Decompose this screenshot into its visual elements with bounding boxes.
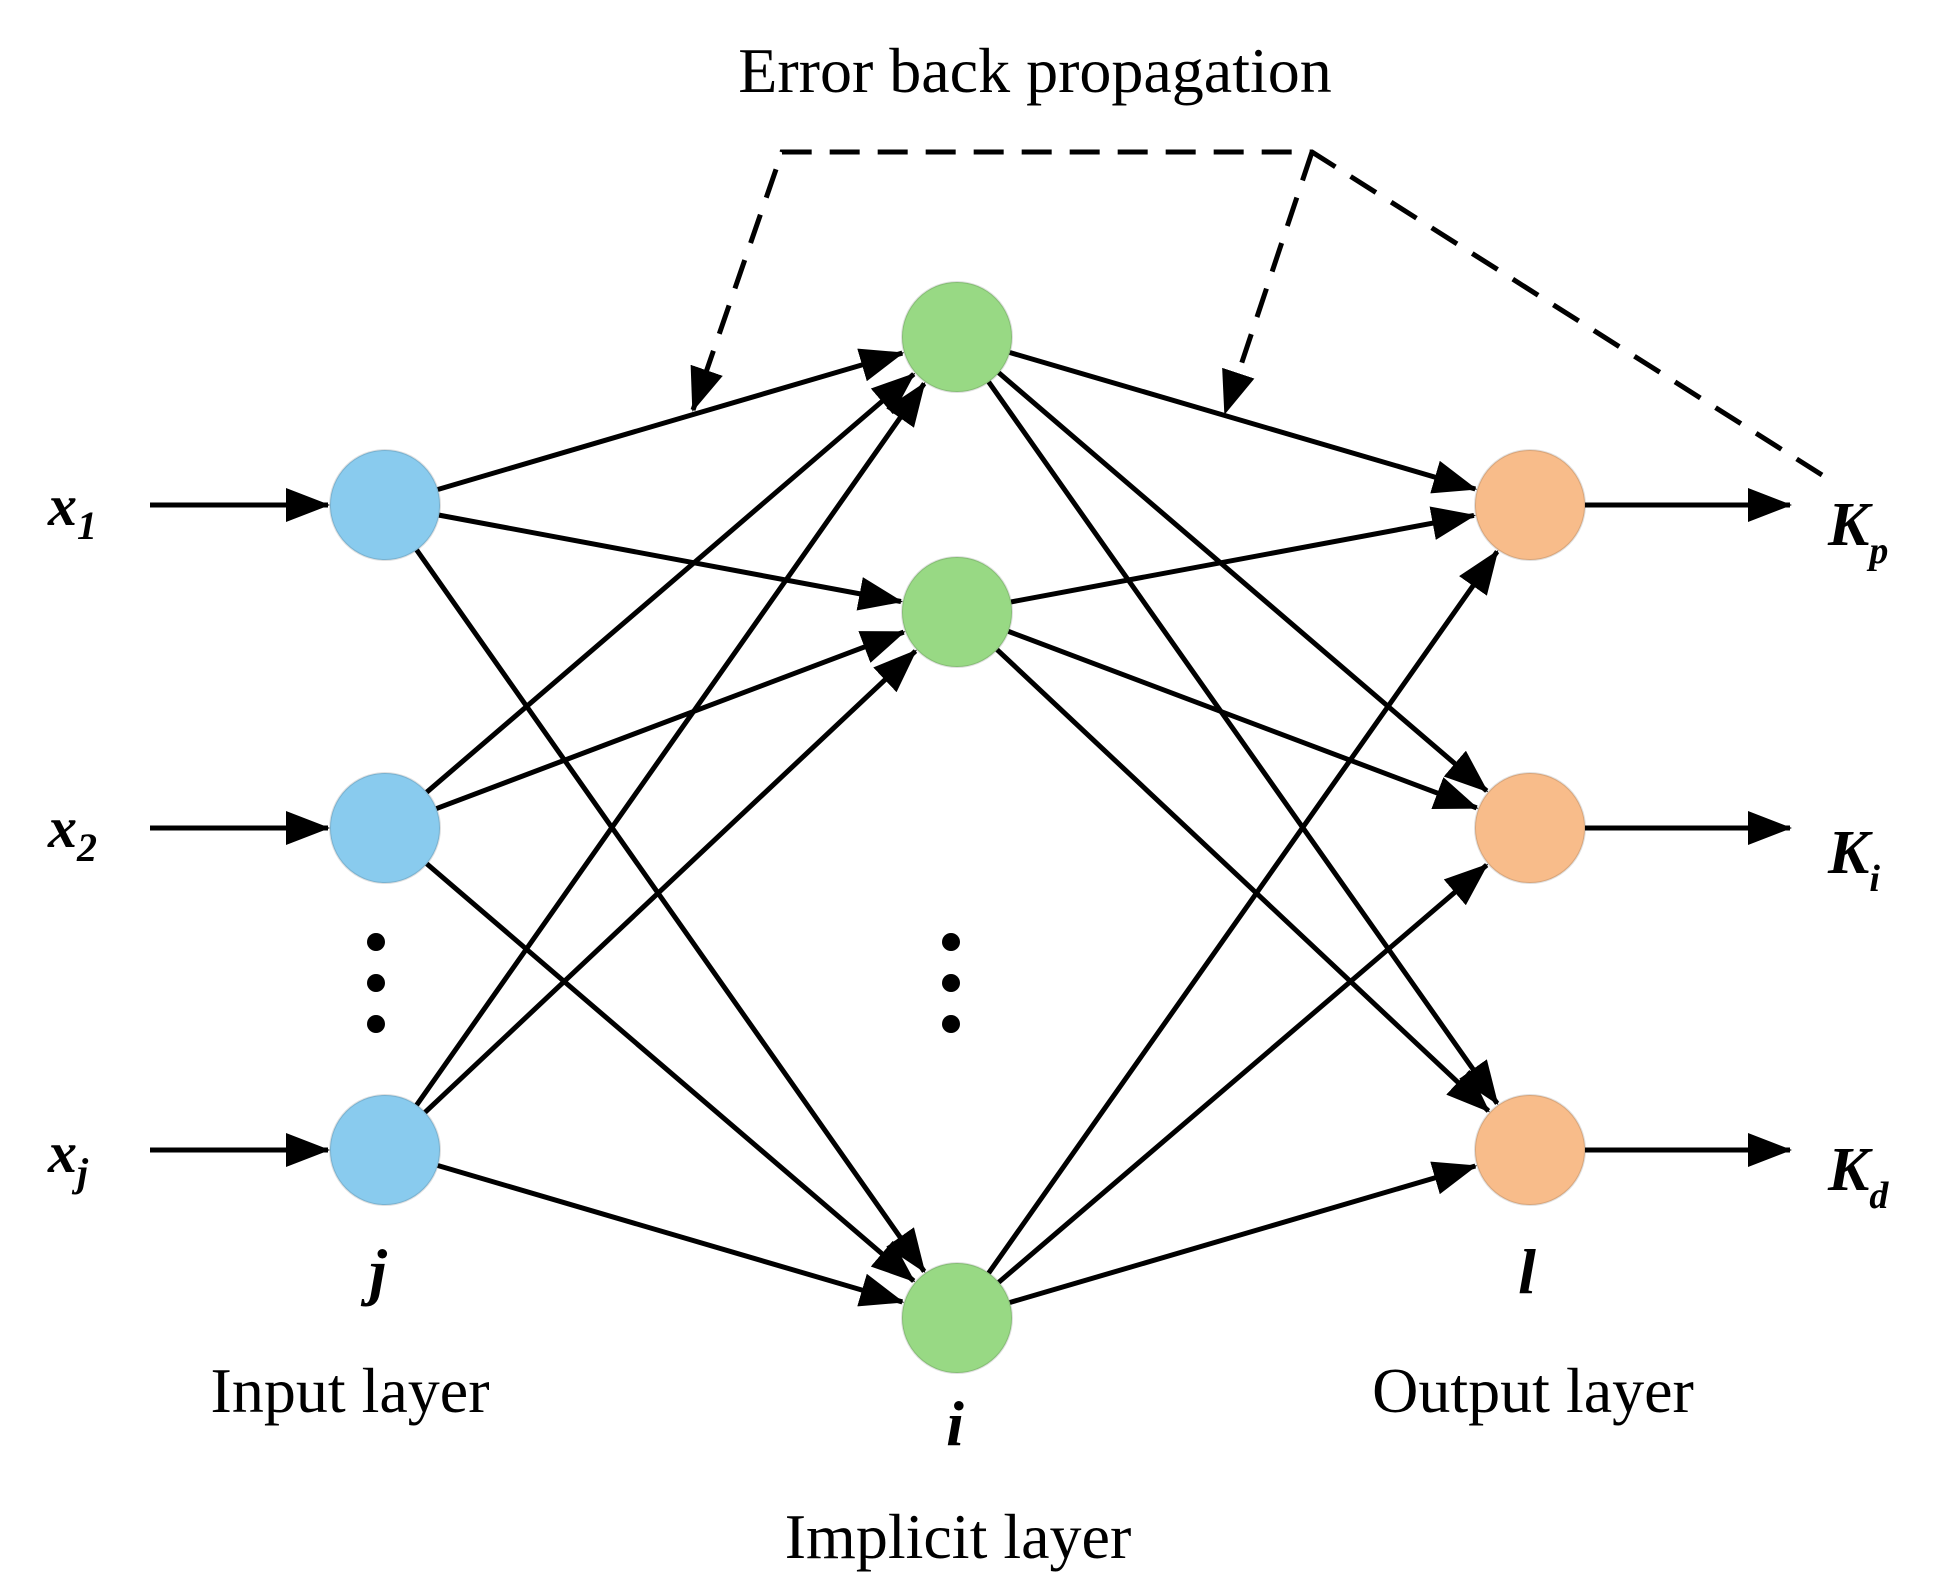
input-node-1 (329, 449, 441, 561)
edge-input-3-to-hidden-3 (437, 1163, 905, 1307)
output-node-2 (1474, 772, 1586, 884)
edge-input-1-to-hidden-2 (438, 512, 903, 611)
edge-input-2-to-hidden-2 (435, 629, 906, 811)
output-layer-caption: Output layer (1372, 1355, 1694, 1426)
edge-input-3-to-hidden-2 (423, 649, 918, 1115)
input-layer-ellipsis (367, 933, 385, 1033)
network-nodes (329, 281, 1586, 1374)
connection-edges (414, 348, 1500, 1307)
output-layer-index: l (1518, 1236, 1536, 1307)
output-node-1 (1474, 449, 1586, 561)
edge-hidden-2-to-output-2 (1007, 629, 1479, 811)
backprop-dashed-branch (1222, 151, 1315, 415)
input-node-2 (329, 772, 441, 884)
output-label-kp: Kp (1827, 491, 1888, 572)
input-labels: x1 x2 xj (47, 473, 97, 1195)
input-label-x1: x1 (47, 473, 97, 548)
output-node-3 (1474, 1094, 1586, 1206)
input-layer-caption: Input layer (211, 1355, 490, 1426)
edge-hidden-3-to-output-3 (1009, 1161, 1478, 1305)
edge-hidden-3-to-output-1 (986, 549, 1500, 1275)
edge-input-3-to-hidden-1 (414, 381, 927, 1107)
edge-input-2-to-hidden-1 (425, 372, 916, 795)
hidden-node-1 (901, 281, 1013, 393)
edge-hidden-3-to-output-2 (997, 863, 1489, 1285)
diagram-title: Error back propagation (738, 35, 1332, 106)
output-label-ki: Ki (1827, 819, 1880, 900)
hidden-layer-ellipsis (942, 933, 960, 1033)
error-back-propagation-path (690, 149, 1824, 478)
hidden-node-2 (901, 556, 1013, 668)
edge-input-1-to-hidden-3 (414, 548, 927, 1274)
input-label-xj: xj (47, 1120, 89, 1195)
hidden-node-3 (901, 1262, 1013, 1374)
edge-hidden-2-to-output-1 (1010, 506, 1476, 605)
implicit-layer-caption: Implicit layer (785, 1501, 1132, 1572)
edge-hidden-1-to-output-2 (997, 370, 1489, 793)
input-node-3 (329, 1094, 441, 1206)
edge-input-1-to-hidden-1 (437, 348, 905, 492)
edge-input-2-to-hidden-3 (425, 861, 916, 1283)
hidden-layer-index: i (946, 1388, 964, 1459)
output-arrows (1585, 488, 1792, 1167)
input-layer-index: j (360, 1236, 387, 1307)
edge-hidden-1-to-output-1 (1009, 350, 1478, 494)
edge-hidden-2-to-output-3 (995, 647, 1491, 1113)
output-label-kd: Kd (1827, 1136, 1889, 1217)
backprop-dashed-line (690, 149, 1824, 478)
output-labels: Kp Ki Kd (1827, 491, 1889, 1217)
input-label-x2: x2 (47, 795, 97, 870)
input-arrows (150, 488, 330, 1167)
edge-hidden-1-to-output-3 (986, 380, 1500, 1106)
